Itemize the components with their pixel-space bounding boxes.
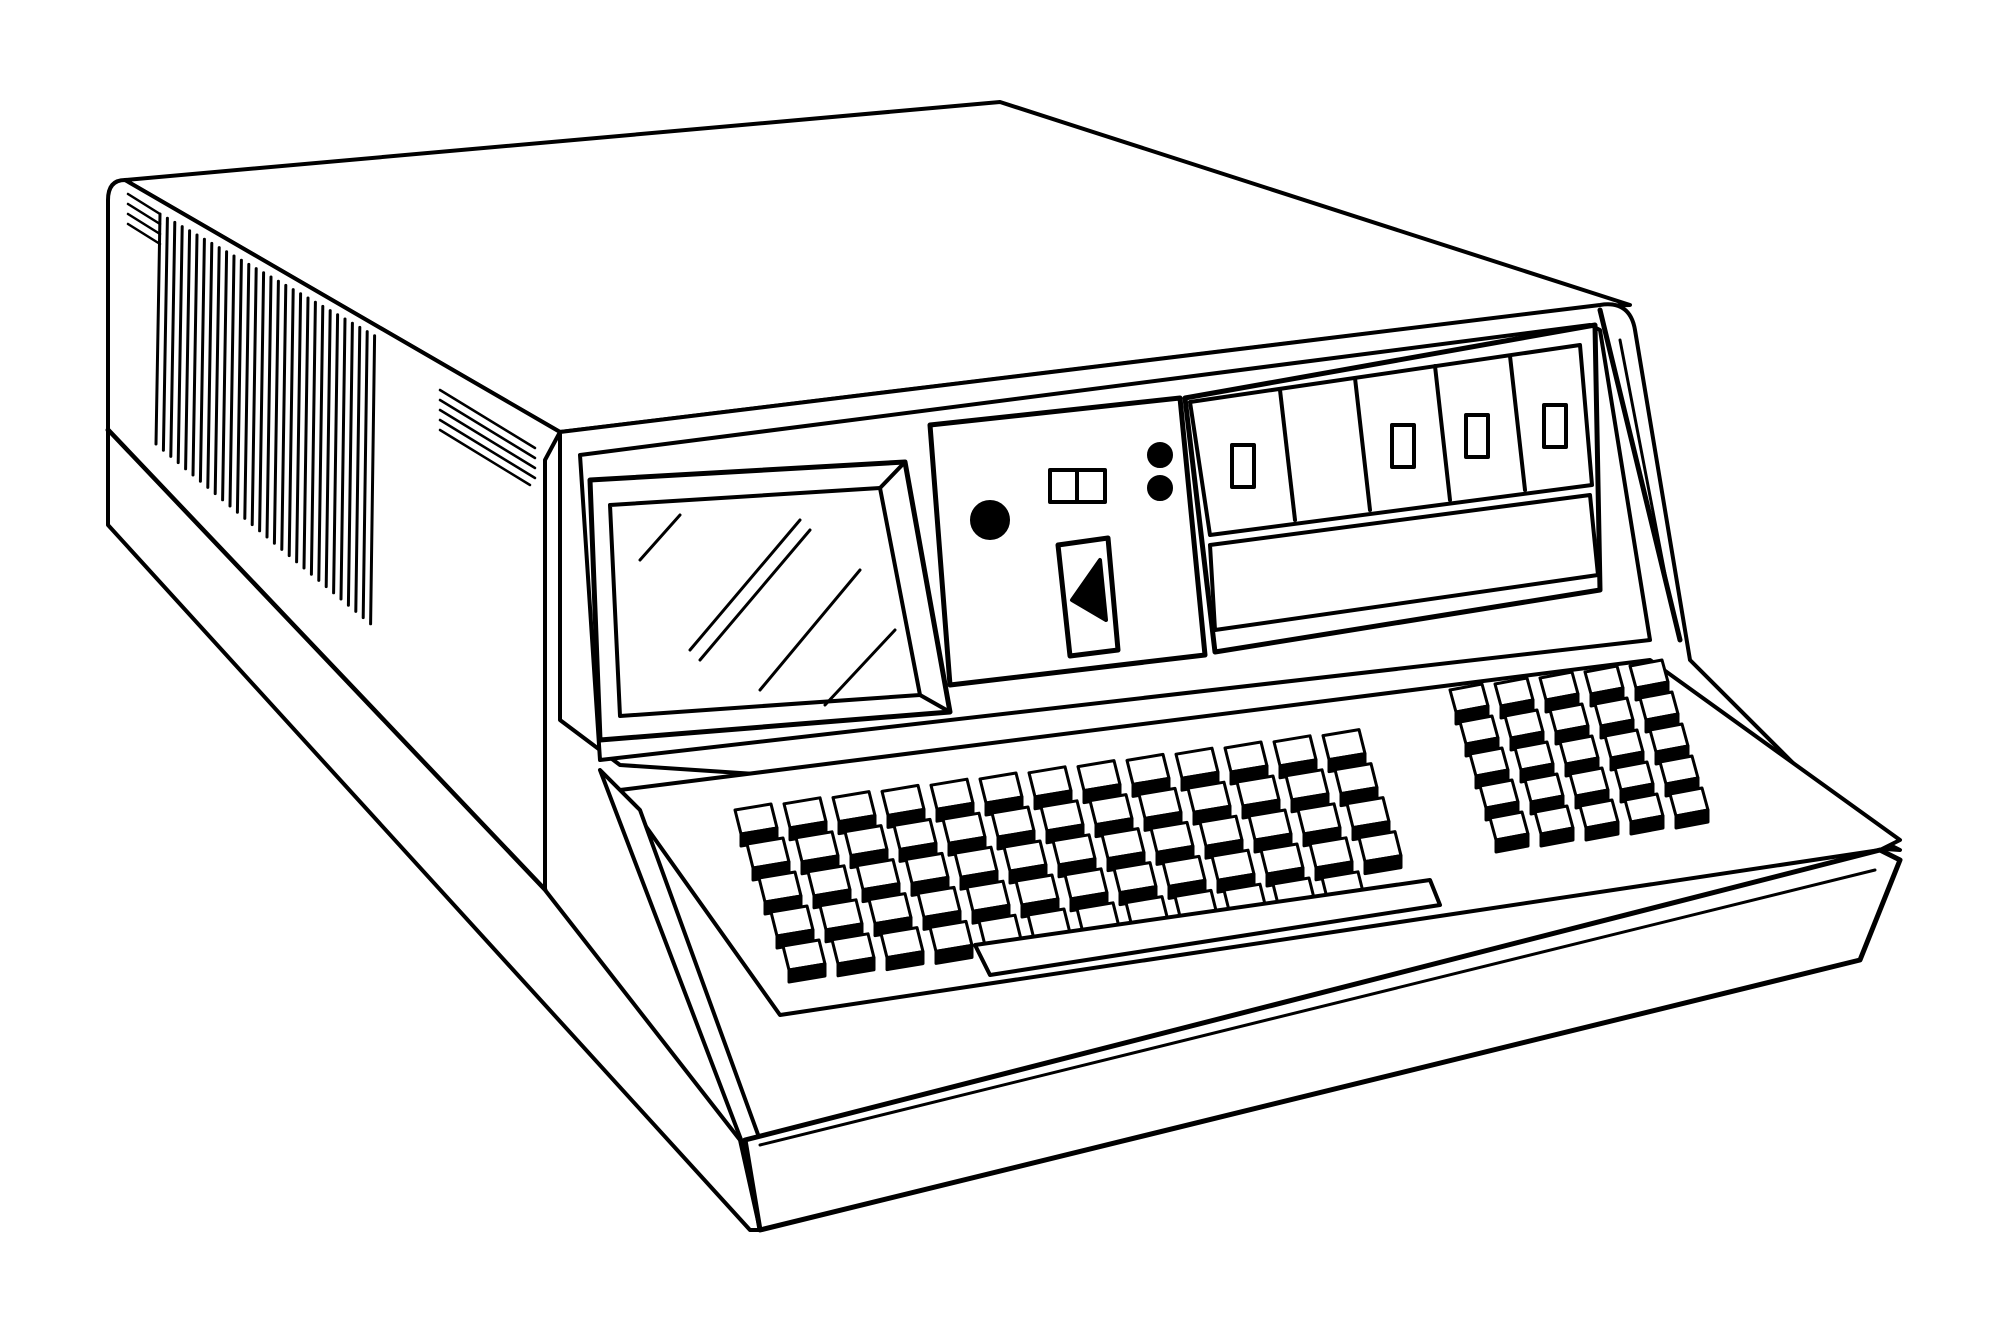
keyboard-key [1345, 796, 1391, 842]
keyboard-key [1513, 740, 1555, 784]
vent-slat [354, 325, 362, 613]
vent-slat [324, 309, 332, 589]
keyboard-key [928, 919, 974, 965]
side-vent-lines-left [126, 192, 162, 246]
keyboard-key [1623, 792, 1665, 836]
crt-screen [587, 459, 953, 743]
vent-slat [317, 304, 325, 582]
keyboard-key [879, 926, 925, 972]
keyboard-key [1533, 804, 1575, 848]
vent-slat [176, 225, 184, 465]
vent-slat [184, 229, 192, 471]
keyboard-key [990, 805, 1036, 851]
vent-slat [280, 283, 288, 551]
power-knob-icon [970, 500, 1010, 540]
vent-slat [213, 246, 221, 496]
vent-slat [287, 288, 295, 558]
keyboard-key [929, 777, 975, 823]
keyboard-key [781, 938, 827, 984]
vent-slat [339, 317, 347, 601]
keyboard-key [830, 932, 876, 978]
vent-slat [243, 262, 251, 520]
drive-bays [1182, 322, 1603, 655]
keyboard-key [1247, 808, 1293, 854]
vent-slat [221, 250, 229, 502]
indicator-light-icon [1147, 442, 1173, 468]
vent-slat [198, 237, 206, 483]
space-bar [973, 878, 1442, 977]
keyboard-key [1051, 833, 1097, 879]
vent-slat [154, 212, 162, 446]
keyboard-key [1478, 778, 1520, 822]
vent-slat [258, 271, 266, 533]
keyboard-key [1488, 810, 1530, 854]
keyboard-key [1568, 766, 1610, 810]
vent-slat [235, 258, 243, 514]
control-panel [927, 395, 1208, 688]
keyboard-key [953, 845, 999, 891]
vent-slat [191, 233, 199, 477]
drive-latch-icon [1230, 443, 1256, 489]
vent-slat [272, 279, 280, 545]
keyboard-key [769, 904, 815, 950]
vent-slat [250, 267, 258, 527]
vent-slat [169, 220, 177, 458]
vent-slat [309, 300, 317, 576]
drive-latch-icon [1542, 403, 1568, 449]
keyboard-key [1493, 676, 1535, 720]
vent-slat [332, 313, 340, 595]
keyboard-key [941, 811, 987, 857]
keyboard-key [1027, 765, 1073, 811]
indicator-light-icon [1147, 475, 1173, 501]
vent-slat [228, 254, 236, 508]
vent-slat [346, 321, 354, 607]
vent-slat [302, 296, 310, 570]
keyboard-key [892, 817, 938, 863]
printer-slot-icon [1208, 493, 1600, 632]
keyboard-key [1648, 722, 1690, 766]
keyboard-key [1668, 786, 1710, 830]
drive-latch-icon [1464, 413, 1490, 459]
vent-slat [206, 241, 214, 489]
vent-slat [295, 292, 303, 564]
keyboard-key [1357, 830, 1403, 876]
keyboard-key [1578, 798, 1620, 842]
vent-slat [361, 330, 369, 620]
vent-slat [161, 216, 169, 452]
side-vent-lines-right [438, 388, 537, 487]
keyboard-key [1014, 873, 1060, 919]
vent-slat [265, 275, 273, 539]
vent-slat [369, 334, 377, 626]
side-vent-grille [154, 212, 377, 626]
keyboard-key [1161, 854, 1207, 900]
drive-latch-icon [1390, 423, 1416, 469]
